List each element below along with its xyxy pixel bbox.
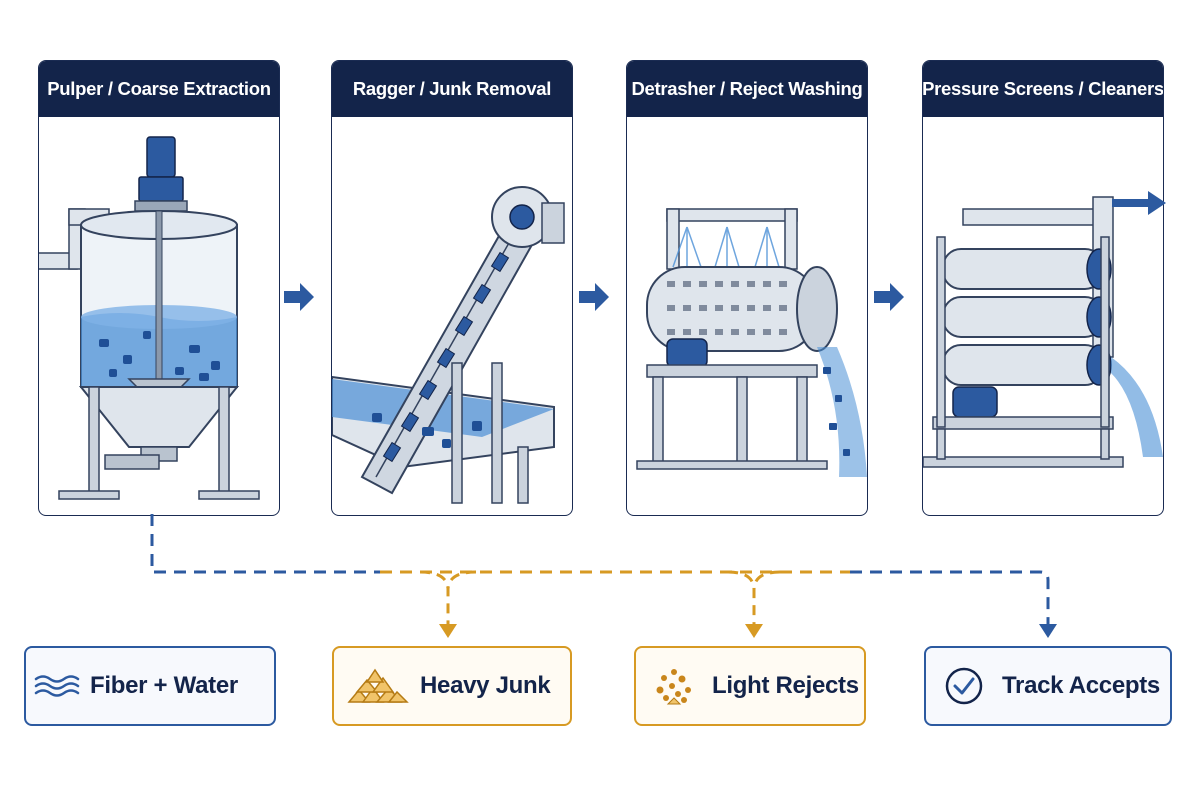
- ragger-illustration: [332, 186, 565, 504]
- arrow-down-icon: [439, 624, 457, 638]
- detrasher-illustration: [636, 208, 867, 477]
- flow-line-main: [150, 514, 380, 574]
- arrow-right-icon: [579, 283, 609, 311]
- flow-line-heavy: [419, 570, 450, 624]
- stage-title: Pressure Screens / Cleaners: [923, 61, 1163, 117]
- stage-pressure-screens: Pressure Screens / Cleaners: [922, 60, 1164, 516]
- stage-title: Detrasher / Reject Washing: [627, 61, 867, 117]
- waves-icon: [26, 671, 90, 701]
- output-track-accepts: Track Accepts: [924, 646, 1172, 726]
- output-light-rejects: Light Rejects: [634, 646, 866, 726]
- output-label: Track Accepts: [1002, 672, 1160, 699]
- arrow-right-icon: [284, 283, 314, 311]
- arrow-down-icon: [745, 624, 763, 638]
- stage-pulper: Pulper / Coarse Extraction: [38, 60, 280, 516]
- output-label: Heavy Junk: [420, 672, 551, 699]
- pulper-illustration: [39, 136, 260, 500]
- output-fiber-water: Fiber + Water: [24, 646, 276, 726]
- stage-title: Pulper / Coarse Extraction: [39, 61, 279, 117]
- arrow-down-icon: [1039, 624, 1057, 638]
- rock-pile-icon: [334, 666, 420, 706]
- particles-icon: [636, 666, 712, 706]
- output-label: Fiber + Water: [90, 672, 238, 699]
- flow-line-accepts: [850, 570, 1050, 624]
- check-circle-icon: [926, 666, 1002, 706]
- accepts-arrow-icon: [1112, 191, 1166, 215]
- output-heavy-junk: Heavy Junk: [332, 646, 572, 726]
- stage-title: Ragger / Junk Removal: [332, 61, 572, 117]
- output-label: Light Rejects: [712, 672, 859, 699]
- pressure-screens-illustration: [923, 196, 1163, 468]
- arrow-right-icon: [874, 283, 904, 311]
- stage-ragger: Ragger / Junk Removal: [331, 60, 573, 516]
- flow-line-light: [727, 570, 756, 624]
- stage-detrasher: Detrasher / Reject Washing: [626, 60, 868, 516]
